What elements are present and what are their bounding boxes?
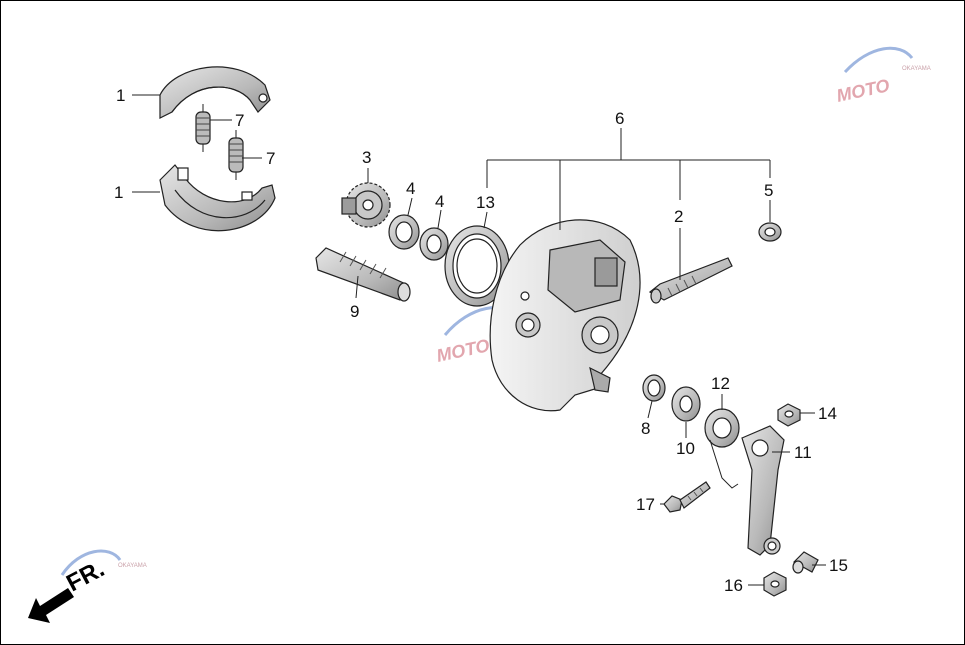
callout-11: 11 bbox=[794, 443, 812, 462]
callout-7-lower: 7 bbox=[266, 149, 275, 168]
brake-panel bbox=[489, 219, 641, 412]
bolt-17 bbox=[663, 481, 711, 513]
speedometer-pinion bbox=[648, 257, 733, 304]
callout-14: 14 bbox=[818, 404, 837, 423]
brake-shoe-lower bbox=[159, 164, 276, 232]
callout-8: 8 bbox=[641, 419, 650, 438]
callout-4-b: 4 bbox=[435, 192, 444, 211]
callout-5: 5 bbox=[764, 181, 773, 200]
washer-b bbox=[419, 227, 449, 261]
front-arrow-icon bbox=[28, 588, 74, 623]
brake-cam-shaft bbox=[315, 247, 411, 302]
speedometer-gear bbox=[341, 182, 391, 228]
svg-text:MOTO: MOTO bbox=[435, 335, 492, 366]
svg-text:MOTO: MOTO bbox=[835, 75, 892, 106]
bushing bbox=[758, 222, 782, 242]
callout-16: 16 bbox=[724, 576, 743, 595]
callout-13: 13 bbox=[476, 193, 495, 212]
watermark-top-right: MOTO OKAYAMA bbox=[835, 46, 931, 106]
callout-17: 17 bbox=[636, 495, 655, 514]
brake-shoe-upper bbox=[159, 66, 271, 119]
callout-7-upper: 7 bbox=[235, 111, 244, 130]
callout-2: 2 bbox=[674, 207, 683, 226]
nut-14 bbox=[777, 403, 801, 427]
callout-4-a: 4 bbox=[406, 179, 415, 198]
callout-labels: 1 1 7 7 3 4 4 13 6 2 5 9 8 10 12 14 11 1… bbox=[114, 86, 848, 595]
nut-16 bbox=[763, 571, 787, 597]
callout-9: 9 bbox=[350, 302, 359, 321]
oil-seal bbox=[444, 225, 510, 307]
washer-a bbox=[388, 214, 420, 250]
callout-1-upper: 1 bbox=[116, 86, 125, 105]
callout-3: 3 bbox=[362, 148, 371, 167]
spring-upper bbox=[195, 104, 211, 152]
watermark-bottom-left: OKAYAMA bbox=[60, 549, 147, 576]
spring-lower bbox=[228, 130, 244, 180]
callout-12: 12 bbox=[711, 374, 730, 393]
brake-arm bbox=[741, 425, 785, 556]
return-spring bbox=[704, 408, 740, 489]
joint-pin bbox=[792, 551, 819, 574]
svg-text:OKAYAMA: OKAYAMA bbox=[118, 563, 147, 569]
callout-10: 10 bbox=[676, 439, 695, 458]
leader-lines bbox=[132, 94, 826, 586]
callout-6: 6 bbox=[615, 109, 624, 128]
callout-1-lower: 1 bbox=[114, 183, 123, 202]
callout-15: 15 bbox=[829, 556, 848, 575]
svg-text:OKAYAMA: OKAYAMA bbox=[902, 66, 931, 72]
wear-indicator-plate bbox=[671, 386, 701, 422]
snap-ring bbox=[642, 374, 666, 402]
